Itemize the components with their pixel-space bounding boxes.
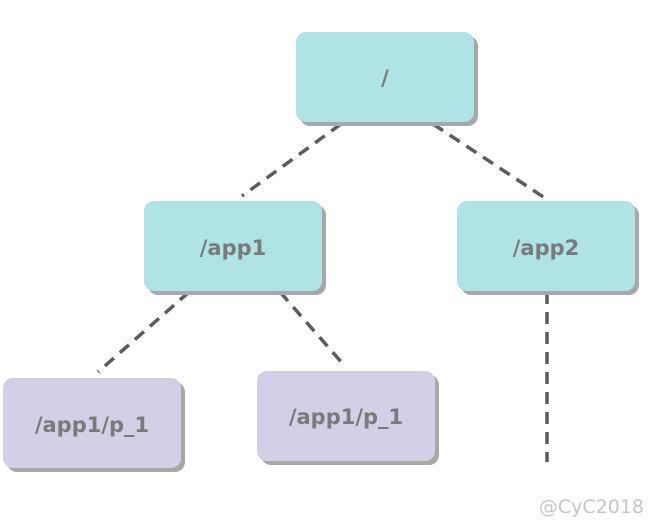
edge-root-app1 (240, 122, 343, 198)
edge-app1-child-a (96, 290, 191, 374)
node-app1-child-a-label: /app1/p_1 (35, 413, 149, 437)
node-app1: /app1 (144, 201, 326, 295)
node-app2-label: /app2 (513, 236, 580, 260)
watermark: @CyC2018 (539, 496, 644, 518)
edge-root-app2 (432, 122, 549, 202)
node-app2: /app2 (457, 201, 639, 295)
node-app1-child-b: /app1/p_1 (257, 371, 439, 465)
node-app1-child-a: /app1/p_1 (3, 378, 185, 472)
node-root-label: / (381, 66, 389, 90)
node-app1-child-b-label: /app1/p_1 (289, 405, 403, 429)
node-root: / (296, 32, 478, 126)
edge-app1-child-b (278, 290, 345, 366)
node-app1-label: /app1 (200, 236, 267, 260)
